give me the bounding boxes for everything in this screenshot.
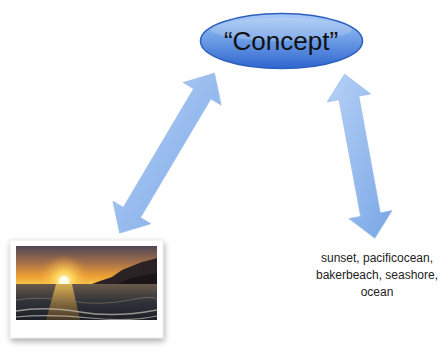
double-arrow	[113, 73, 221, 233]
sunset-photo	[16, 246, 157, 320]
concept-ellipse: “Concept”	[199, 12, 364, 70]
photo-frame	[10, 240, 163, 338]
tag-text: sunset, pacificocean, bakerbeach, seasho…	[314, 250, 440, 301]
concept-label: “Concept”	[224, 28, 338, 54]
photo-node	[10, 240, 163, 338]
tag-list: sunset, pacificocean, bakerbeach, seasho…	[314, 250, 440, 303]
double-arrow	[327, 74, 392, 238]
